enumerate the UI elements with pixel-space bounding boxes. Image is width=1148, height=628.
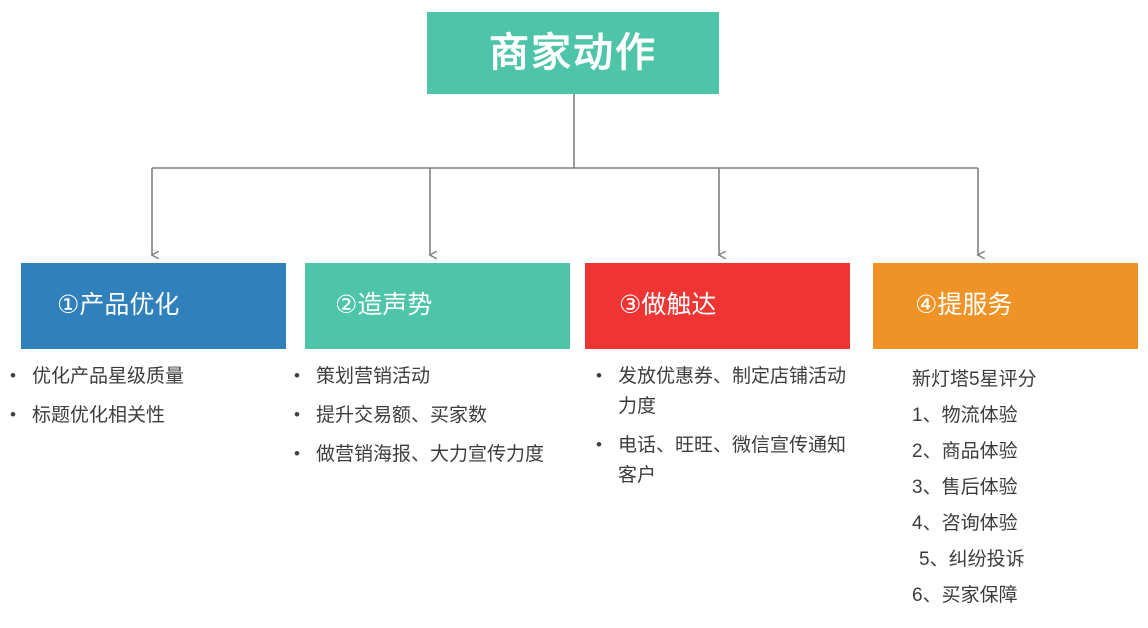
- category-box-1[interactable]: ①产品优化: [21, 263, 286, 349]
- category-box-3[interactable]: ③做触达: [585, 263, 850, 349]
- list-item-text: 策划营销活动: [316, 366, 431, 387]
- list-item-text: 电话、旺旺、微信宣传通知客户: [618, 435, 847, 486]
- list-item: • 优化产品星级质量: [6, 362, 286, 392]
- list-item-heading: 新灯塔5星评分: [912, 369, 1037, 390]
- list-item: 5、纠纷投诉: [919, 549, 1025, 570]
- root-node[interactable]: 商家动作: [427, 12, 719, 94]
- category-label-2: ②造声势: [335, 291, 433, 320]
- category-label-3: ③做触达: [619, 291, 717, 320]
- list-item: 6、买家保障: [912, 585, 1018, 606]
- list-item: 1、物流体验: [912, 405, 1018, 426]
- list-item-text: 提升交易额、买家数: [316, 405, 488, 426]
- bullet-icon: •: [10, 405, 16, 424]
- detail-list-2: • 策划营销活动 • 提升交易额、买家数 • 做营销海报、大力宣传力度: [290, 362, 575, 479]
- list-item: • 做营销海报、大力宣传力度: [290, 440, 575, 470]
- list-item: • 提升交易额、买家数: [290, 401, 575, 431]
- list-item-text: 做营销海报、大力宣传力度: [316, 444, 545, 465]
- list-item: 4、咨询体验: [912, 513, 1018, 534]
- list-item: 3、售后体验: [912, 477, 1018, 498]
- bullet-icon: •: [294, 444, 300, 463]
- bullet-icon: •: [596, 435, 602, 454]
- root-node-label: 商家动作: [489, 31, 657, 75]
- category-label-1: ①产品优化: [57, 291, 180, 320]
- category-box-4[interactable]: ④提服务: [873, 263, 1138, 349]
- list-item: • 电话、旺旺、微信宣传通知客户: [592, 431, 864, 491]
- detail-list-1: • 优化产品星级质量 • 标题优化相关性: [6, 362, 286, 440]
- category-box-2[interactable]: ②造声势: [305, 263, 570, 349]
- list-item: 2、商品体验: [912, 441, 1018, 462]
- list-item-text: 优化产品星级质量: [32, 366, 185, 387]
- bullet-icon: •: [294, 405, 300, 424]
- detail-list-4: 新灯塔5星评分 1、物流体验 2、商品体验 3、售后体验 4、咨询体验 5、纠纷…: [912, 362, 1148, 614]
- detail-list-3: • 发放优惠券、制定店铺活动力度 • 电话、旺旺、微信宣传通知客户: [592, 362, 864, 500]
- list-item-text: 标题优化相关性: [32, 405, 166, 426]
- bullet-icon: •: [294, 366, 300, 385]
- list-item: • 标题优化相关性: [6, 401, 286, 431]
- list-item-text: 发放优惠券、制定店铺活动力度: [618, 366, 847, 417]
- list-item: • 发放优惠券、制定店铺活动力度: [592, 362, 864, 422]
- list-item: • 策划营销活动: [290, 362, 575, 392]
- category-label-4: ④提服务: [915, 291, 1013, 320]
- bullet-icon: •: [596, 366, 602, 385]
- bullet-icon: •: [10, 366, 16, 385]
